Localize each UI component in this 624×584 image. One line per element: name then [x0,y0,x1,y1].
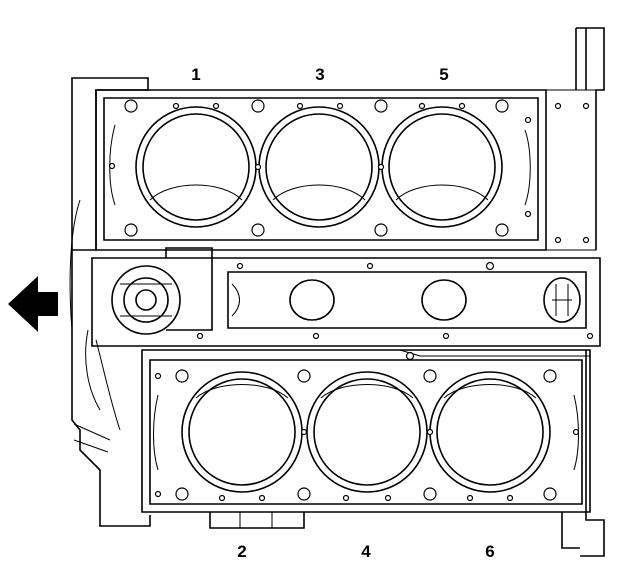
bottom-bolt-holes [153,351,580,502]
valley-plate [91,247,601,347]
cylinder-label-6: 6 [485,542,494,561]
cylinder-label-5: 5 [439,65,448,84]
top-cylinder-bores [135,106,503,228]
bottom-cylinder-bores [181,371,551,493]
top-head-gasket [95,89,597,251]
bottom-head-gasket [141,349,591,513]
left-arrow-icon [8,276,58,332]
cylinder-label-3: 3 [315,65,324,84]
cylinder-label-2: 2 [237,542,246,561]
cylinder-label-4: 4 [361,542,371,561]
cylinder-label-1: 1 [191,65,200,84]
top-bolt-holes [108,99,590,244]
engine-block-outline [69,27,605,557]
